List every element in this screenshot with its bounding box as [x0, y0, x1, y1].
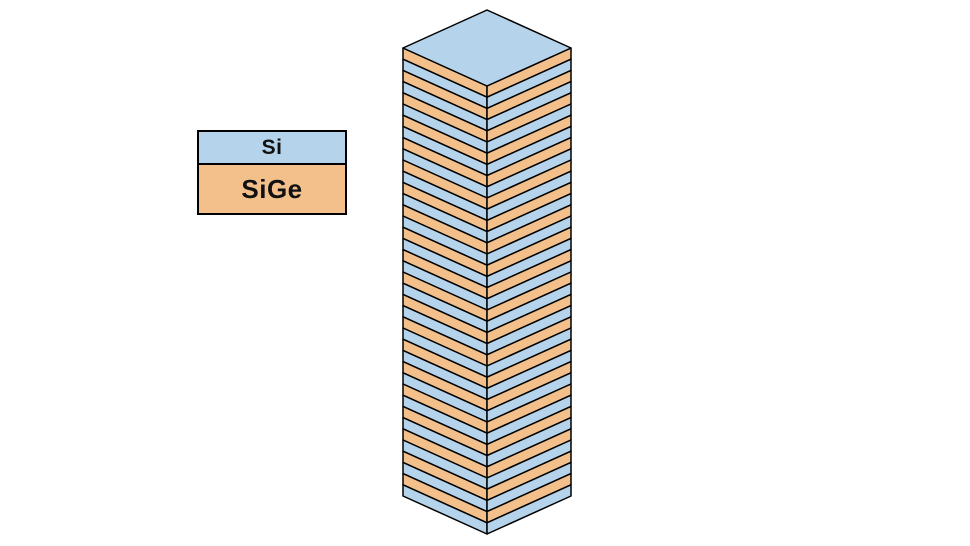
legend-item-sige: SiGe	[197, 163, 347, 215]
legend: Si SiGe	[197, 130, 347, 215]
pillar-layer-si-right	[486, 484, 572, 535]
legend-item-si: Si	[197, 130, 347, 163]
legend-label-si: Si	[261, 135, 283, 159]
pillar-top-face	[402, 9, 572, 87]
legend-label-sige: SiGe	[241, 173, 303, 204]
